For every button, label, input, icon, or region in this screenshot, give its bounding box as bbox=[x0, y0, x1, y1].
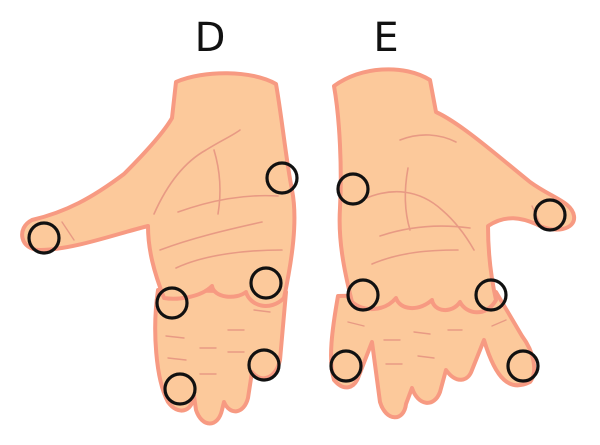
right-finger-crease bbox=[253, 309, 271, 313]
right-palm-crease bbox=[177, 194, 279, 213]
left-hand-markers bbox=[329, 172, 567, 383]
marker-circle bbox=[506, 349, 540, 383]
right-palm-crease bbox=[213, 149, 221, 215]
right-palm-crease bbox=[159, 221, 263, 251]
marker-circle bbox=[265, 161, 299, 195]
right-finger-crease bbox=[167, 357, 187, 361]
left-palm-crease bbox=[399, 134, 457, 143]
right-finger-crease bbox=[165, 335, 185, 339]
marker-circle bbox=[27, 221, 61, 255]
right-palm-crease bbox=[153, 129, 241, 215]
right-hand-label: D bbox=[194, 15, 226, 61]
left-hand bbox=[329, 67, 577, 420]
left-finger-crease bbox=[347, 321, 365, 327]
left-hand-palm bbox=[332, 67, 577, 315]
left-hand-fingers bbox=[329, 290, 537, 420]
marker-circle bbox=[247, 348, 281, 382]
marker-circle bbox=[329, 349, 363, 383]
right-hand-fingers bbox=[153, 288, 288, 426]
left-finger-crease bbox=[491, 319, 507, 327]
right-finger-crease bbox=[61, 221, 75, 241]
right-hand bbox=[20, 71, 297, 426]
left-palm-crease bbox=[371, 249, 459, 265]
left-palm-crease bbox=[404, 167, 411, 231]
left-hand-label: E bbox=[373, 15, 399, 61]
marker-circle bbox=[249, 266, 283, 300]
marker-circle bbox=[163, 372, 197, 406]
left-palm-crease bbox=[379, 225, 471, 237]
right-hand-markers bbox=[27, 161, 299, 406]
left-finger-crease bbox=[413, 331, 431, 335]
marker-circle bbox=[346, 278, 380, 312]
marker-circle bbox=[155, 286, 189, 320]
marker-circle bbox=[533, 198, 567, 232]
right-hand-palm bbox=[20, 71, 297, 308]
marker-circle bbox=[336, 172, 370, 206]
right-palm-crease bbox=[175, 249, 283, 269]
left-finger-crease bbox=[417, 355, 435, 359]
left-palm-crease bbox=[361, 190, 475, 251]
marker-circle bbox=[474, 278, 508, 312]
